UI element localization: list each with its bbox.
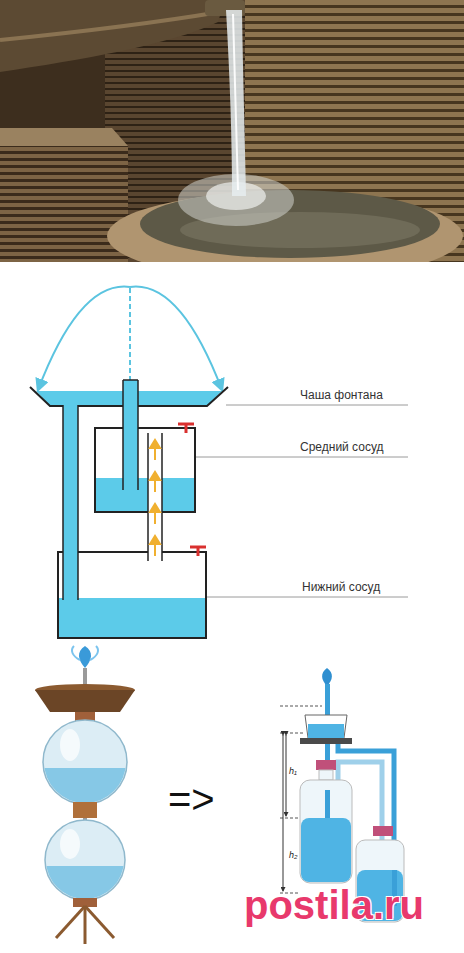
leader-line — [226, 405, 408, 406]
bottle-fountain-schematic — [305, 715, 347, 738]
fountain-photo — [0, 12, 220, 40]
heron-fountain-illustration — [35, 690, 135, 712]
fountain-photo — [0, 128, 128, 146]
heron-fountain-illustration — [56, 906, 85, 938]
bottle-fountain-schematic — [373, 826, 393, 836]
spray-arcs — [129, 288, 131, 380]
air-pipe — [148, 433, 162, 561]
bottle-fountain-schematic — [325, 790, 330, 818]
bottle-fountain-schematic — [308, 724, 344, 738]
air-pipe — [150, 440, 160, 556]
heron-fountain-illustration — [85, 906, 114, 938]
leader-line — [196, 405, 408, 597]
vessel-label: Чаша фонтана — [300, 389, 383, 403]
height-label: h₁ — [289, 766, 297, 776]
schematic-background — [0, 262, 464, 953]
fountain-photo — [0, 0, 464, 262]
bottle-fountain-schematic — [322, 668, 332, 686]
fountain-photo — [0, 0, 464, 280]
fountain-photo — [0, 0, 225, 72]
bottle-fountain-schematic — [300, 738, 352, 744]
heron-fountain-illustration — [73, 802, 97, 818]
watermark: postila.ru — [244, 882, 424, 928]
heron-fountain-illustration — [84, 906, 87, 944]
air-pipe — [148, 433, 162, 561]
fountain-photo — [226, 10, 246, 196]
fountain-photo — [233, 14, 238, 190]
nozzle-pipe — [123, 380, 138, 490]
nozzle-pipe — [137, 380, 139, 490]
water-pipe — [63, 405, 78, 600]
vessel-label: Нижний сосуд — [302, 581, 380, 595]
heron-fountain-illustration — [72, 646, 98, 660]
lower-vessel — [58, 552, 206, 638]
air-pipe — [150, 440, 160, 448]
air-pipe — [150, 536, 160, 544]
middle-vessel — [95, 428, 195, 512]
bottle-fountain-schematic — [283, 735, 284, 891]
bottle-fountain-schematic — [319, 770, 333, 780]
bottle-fountain-schematic — [286, 735, 287, 816]
nozzle-pipe — [123, 379, 138, 381]
bottle-fountain-schematic — [280, 706, 322, 707]
bottle-fountain-schematic — [280, 733, 305, 734]
leader-line — [207, 597, 408, 598]
bottle-fountain-schematic — [301, 818, 351, 882]
lower-vessel — [59, 598, 205, 637]
water-pipe — [62, 405, 64, 600]
transition-arrow: => — [168, 776, 215, 822]
air-pipe — [150, 472, 160, 480]
heron-fountain-illustration — [56, 906, 114, 944]
nozzle-pipe — [122, 380, 124, 490]
heron-fountain-illustration — [79, 646, 91, 668]
heron-fountain-illustration — [35, 646, 135, 944]
leader-line — [196, 457, 408, 458]
lower-vessel — [58, 552, 206, 638]
heron-fountain-illustration — [60, 729, 80, 761]
bottle-fountain-schematic — [280, 706, 322, 893]
bottle-fountain-schematic — [300, 780, 352, 883]
water-pipe — [63, 405, 78, 600]
spray-arcs — [130, 287, 222, 390]
air-pipe — [150, 504, 160, 512]
valve-symbol — [178, 424, 206, 556]
air-pipe — [147, 433, 149, 561]
middle-vessel — [95, 428, 195, 512]
schematic-background — [0, 262, 464, 953]
water-pipe — [77, 405, 79, 600]
height-label: h₂ — [289, 850, 297, 860]
valve-symbol — [185, 424, 188, 433]
valve-symbol — [197, 547, 200, 556]
nozzle-pipe — [123, 380, 138, 490]
heron-fountain-illustration — [40, 866, 130, 906]
heron-fountain-illustration — [73, 898, 97, 907]
heron-fountain-illustration — [60, 829, 80, 859]
spray-arcs — [38, 287, 130, 390]
fountain-photo — [0, 146, 128, 262]
air-pipe — [161, 433, 163, 561]
middle-vessel — [96, 478, 194, 511]
vessel-label: Средний сосуд — [300, 441, 384, 455]
spray-arcs — [38, 287, 222, 390]
bottle-fountain-schematic — [316, 760, 336, 770]
